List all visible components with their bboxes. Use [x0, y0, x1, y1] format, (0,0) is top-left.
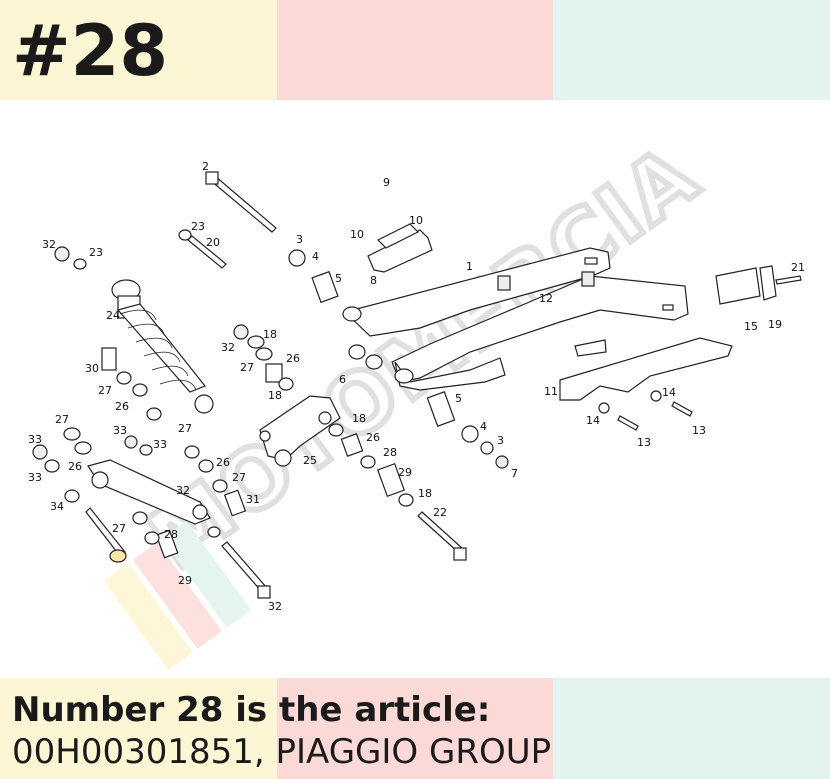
callout-label: 26: [366, 431, 380, 444]
callout-label: 30: [85, 362, 99, 375]
callout-label: 27: [232, 471, 246, 484]
callout-label: 23: [191, 220, 205, 233]
callout-label: 1: [466, 260, 473, 273]
header-band-yellow: [0, 0, 277, 100]
callout-label: 18: [352, 412, 366, 425]
callout-label: 7: [511, 467, 518, 480]
callout-label: 28: [164, 528, 178, 541]
callout-label: 3: [497, 434, 504, 447]
callout-label: 32: [268, 600, 282, 613]
callout-label: 26: [286, 352, 300, 365]
linkage-rocker: [259, 395, 341, 467]
callout-label: 27: [55, 413, 69, 426]
callout-label: 13: [692, 424, 706, 437]
chain-slider: [715, 265, 777, 305]
callout-label: 10: [350, 228, 364, 241]
callout-label: 19: [768, 318, 782, 331]
callout-label: 33: [28, 433, 42, 446]
exploded-parts-diagram: MOTOMERCIA: [28, 125, 805, 670]
callout-label: 20: [206, 236, 220, 249]
callout-label: 33: [113, 424, 127, 437]
callout-label: 14: [586, 414, 600, 427]
callout-label: 4: [312, 250, 319, 263]
watermark: MOTOMERCIA: [103, 125, 718, 670]
header-band-pink: [277, 0, 553, 100]
bolts: [85, 171, 802, 599]
callout-label: 27: [240, 361, 254, 374]
caption-band: [0, 678, 830, 779]
chain-guard: [559, 337, 733, 401]
callout-label: 11: [544, 385, 558, 398]
caption-band-yellow: [0, 678, 277, 779]
callout-label: 29: [178, 574, 192, 587]
callout-label: 23: [89, 246, 103, 259]
swingarm: [342, 247, 689, 391]
callout-label: 18: [418, 487, 432, 500]
callout-label: 6: [339, 373, 346, 386]
callout-labels: 1 2 3 3 4 4 5 5 6 7 8 9 10 10 11 12 13 1…: [28, 160, 805, 613]
callout-label: 27: [112, 522, 126, 535]
callout-label: 28: [383, 446, 397, 459]
callout-label: 14: [662, 386, 676, 399]
callout-label: 32: [42, 238, 56, 251]
chain-slider-pad: [367, 223, 433, 273]
callout-label: 26: [216, 456, 230, 469]
callout-label: 24: [106, 309, 120, 322]
callout-label: 32: [176, 484, 190, 497]
callout-label: 5: [335, 272, 342, 285]
callout-label: 15: [744, 320, 758, 333]
callout-label: 3: [296, 233, 303, 246]
bushings-and-washers: [32, 229, 662, 563]
callout-label: 34: [50, 500, 64, 513]
callout-label: 4: [480, 420, 487, 433]
callout-label: 26: [115, 400, 129, 413]
callout-label: 18: [268, 389, 282, 402]
callout-label: 21: [791, 261, 805, 274]
callout-label: 31: [246, 493, 260, 506]
header-band: [0, 0, 830, 100]
callout-label: 18: [263, 328, 277, 341]
callout-label: 27: [98, 384, 112, 397]
callout-label: 13: [637, 436, 651, 449]
caption-band-pink: [277, 678, 553, 779]
callout-label: 29: [398, 466, 412, 479]
callout-label: 9: [383, 176, 390, 189]
callout-label: 25: [303, 454, 317, 467]
callout-label: 2: [202, 160, 209, 173]
callout-label: 33: [153, 438, 167, 451]
callout-label: 26: [68, 460, 82, 473]
callout-label: 5: [455, 392, 462, 405]
callout-label: 32: [221, 341, 235, 354]
callout-label: 27: [178, 422, 192, 435]
caption-band-mint: [553, 678, 830, 779]
connecting-rod: [87, 459, 211, 525]
watermark-stripes: [103, 521, 252, 670]
header-band-mint: [553, 0, 830, 100]
callout-label: 33: [28, 471, 42, 484]
rear-shock: [111, 279, 214, 414]
callout-label: 22: [433, 506, 447, 519]
part-number-heading: #28: [12, 10, 169, 92]
caption-heading: Number 28 is the article:: [12, 690, 491, 730]
callout-label: 10: [409, 214, 423, 227]
callout-label: 8: [370, 274, 377, 287]
caption-article-number: 00H00301851, PIAGGIO GROUP: [12, 732, 552, 772]
callout-label: 12: [539, 292, 553, 305]
